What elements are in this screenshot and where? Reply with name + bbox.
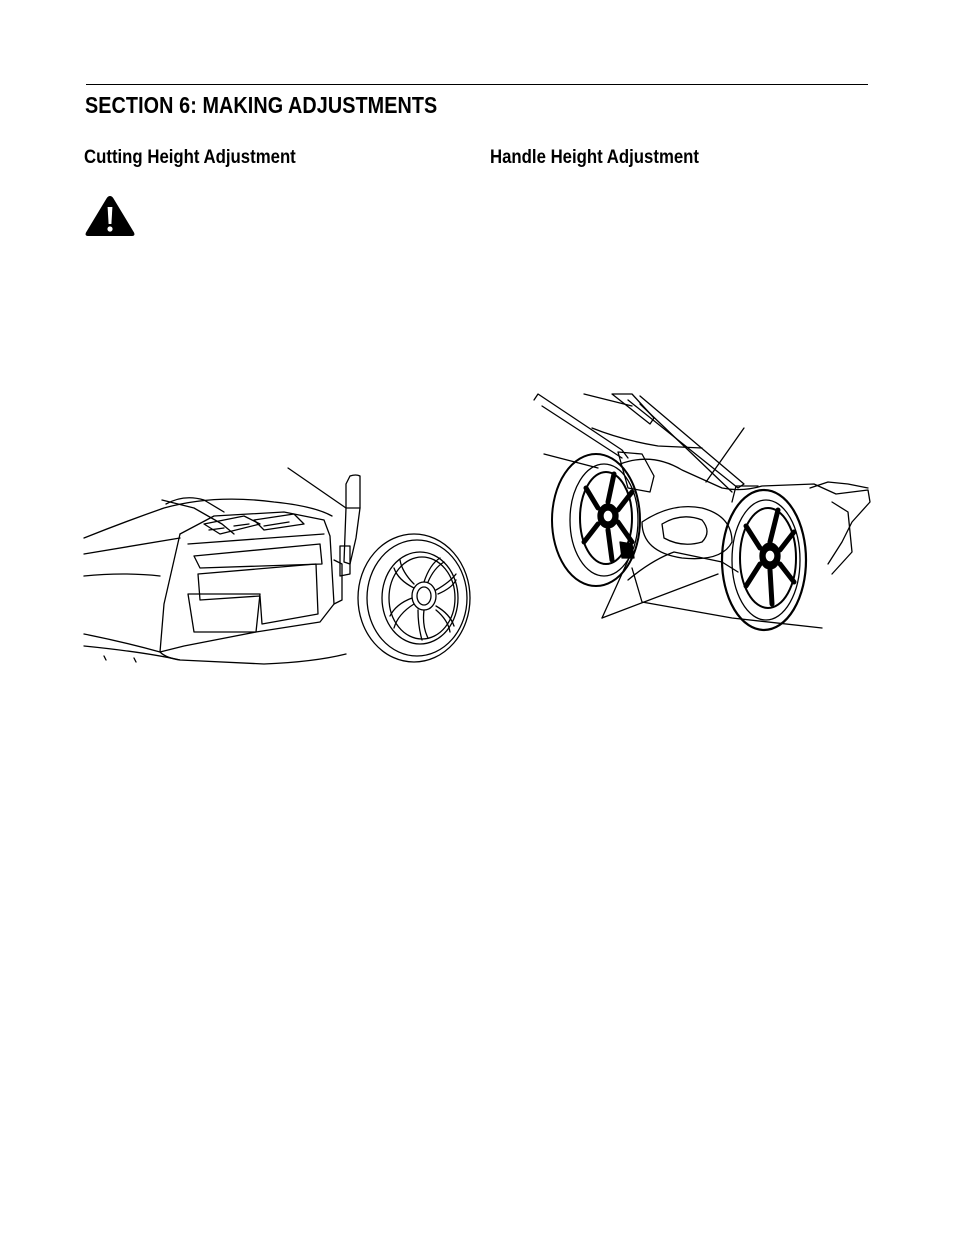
cutting-height-figure: [83, 464, 471, 666]
cutting-height-heading: Cutting Height Adjustment: [84, 146, 296, 168]
rear-wheel-drawing: [357, 533, 471, 663]
handle-height-heading: Handle Height Adjustment: [490, 146, 700, 168]
handle-drawing: [533, 393, 745, 493]
header-rule: [86, 84, 868, 85]
left-wheel-drawing: [551, 453, 641, 587]
section-title: SECTION 6: MAKING ADJUSTMENTS: [85, 92, 438, 118]
deck-drawing: [601, 451, 871, 629]
handle-height-figure: [532, 392, 872, 632]
warning-triangle-icon: [84, 194, 136, 238]
mower-deck-drawing: [83, 497, 347, 665]
height-lever-drawing: [287, 467, 361, 605]
right-wheel-drawing: [720, 485, 808, 632]
